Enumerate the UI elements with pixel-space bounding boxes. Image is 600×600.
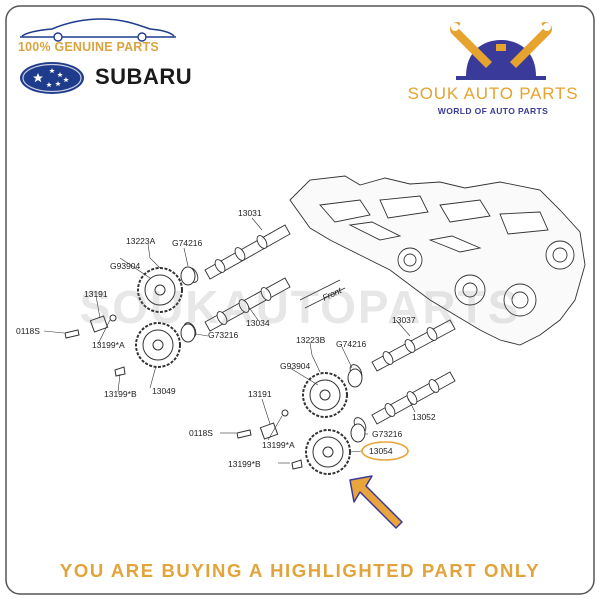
label-13049: 13049 — [152, 386, 176, 396]
label-g93904-top: G93904 — [110, 261, 141, 271]
label-g93904-bot: G93904 — [280, 361, 311, 371]
camshaft-13031 — [204, 224, 291, 280]
label-g73216-top: G73216 — [208, 330, 239, 340]
car-silhouette-icon — [20, 18, 176, 42]
highlight-arrow-icon — [349, 475, 403, 529]
label-g74216-top: G74216 — [172, 238, 203, 248]
label-13199b-bot: 13199*B — [228, 459, 261, 469]
label-13199b-top: 13199*B — [104, 389, 137, 399]
highlight-ring — [361, 441, 409, 461]
highlighted-part-banner: YOU ARE BUYING A HIGHLIGHTED PART ONLY — [59, 560, 541, 581]
subaru-brand-text: SUBARU — [95, 64, 193, 89]
watermark-text: SOUKAUTOPARTS — [79, 281, 521, 333]
subaru-logo-icon — [20, 62, 84, 94]
label-13191-bot: 13191 — [248, 389, 272, 399]
label-13031: 13031 — [238, 208, 262, 218]
store-name-text: SOUK AUTO PARTS — [407, 84, 579, 103]
label-g73216-bot: G73216 — [372, 429, 403, 439]
label-13037: 13037 — [392, 315, 416, 325]
label-0118s-top: 0118S — [16, 326, 40, 336]
label-13223a: 13223A — [126, 236, 156, 246]
label-13054-highlighted: 13054 — [369, 446, 393, 456]
label-13199a-bot: 13199*A — [262, 440, 295, 450]
label-13034: 13034 — [246, 318, 270, 328]
label-0118s-bot: 0118S — [189, 428, 213, 438]
label-g74216-bot: G74216 — [336, 339, 367, 349]
label-13199a-top: 13199*A — [92, 340, 125, 350]
store-tagline-text: WORLD OF AUTO PARTS — [437, 106, 549, 116]
genuine-parts-text: 100% GENUINE PARTS — [18, 40, 159, 54]
label-13191-top: 13191 — [84, 289, 108, 299]
label-13223b: 13223B — [296, 335, 326, 345]
label-13052: 13052 — [412, 412, 436, 422]
souk-auto-parts-logo-icon — [450, 22, 552, 80]
